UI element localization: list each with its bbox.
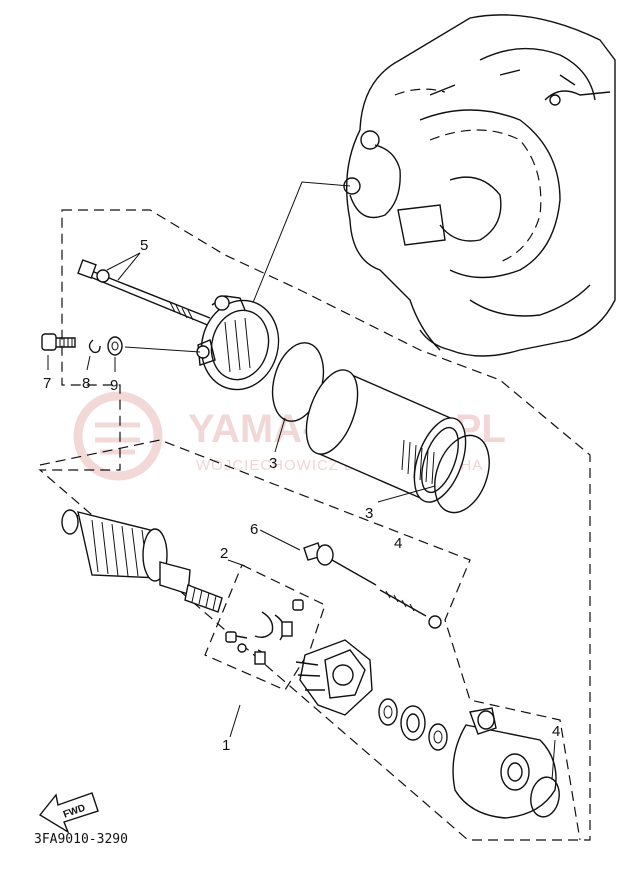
- end-cover: [196, 295, 280, 391]
- callout-9: 9: [110, 377, 118, 394]
- brush-lead: [303, 542, 442, 629]
- brush-holder-assembly: [295, 639, 373, 716]
- oil-seal: [428, 723, 448, 751]
- washer-9-hole: [111, 341, 119, 351]
- o-ring-lower: [434, 434, 490, 514]
- washer-a: [378, 698, 398, 726]
- circlip-8: [88, 339, 101, 354]
- kit-boundary-lower: [39, 439, 581, 841]
- oil-seal-hole: [433, 730, 443, 744]
- leader-crankcase: [249, 181, 351, 311]
- crankcase-outline: [343, 14, 616, 357]
- front-cover: [452, 707, 557, 819]
- kit-boundary-brush: [204, 564, 326, 691]
- o-ring-4: [530, 776, 560, 818]
- through-bolt: [77, 259, 211, 327]
- callout-7: 7: [43, 375, 51, 392]
- callout-4: 4: [552, 723, 560, 740]
- bolt-7: [41, 333, 76, 351]
- callout-numbers: 5 7 8 9 3 3 4 6 2 1 4: [43, 237, 560, 754]
- callout-3-lower: 3: [365, 505, 373, 522]
- brush-parts: [225, 599, 304, 665]
- armature: [61, 509, 223, 613]
- callout-2: 2: [220, 545, 228, 562]
- bearing: [400, 705, 426, 741]
- kit-boundary-upper: [38, 209, 591, 841]
- callout-8: 8: [82, 375, 90, 392]
- callout-5: 5: [140, 237, 148, 254]
- bearing-inner: [406, 713, 420, 733]
- yoke-housing: [305, 369, 467, 503]
- part-code: 3FA9010-3290: [34, 832, 128, 847]
- washer-9: [107, 336, 123, 356]
- callout-1: 1: [222, 737, 230, 754]
- callout-leaders: [47, 252, 556, 781]
- callout-4-small: 4: [394, 535, 402, 552]
- watermark-logo: [73, 391, 163, 481]
- washer-a-hole: [383, 705, 393, 719]
- leader-bolt-to-cover: [124, 346, 201, 353]
- callout-3-upper: 3: [269, 455, 277, 472]
- callout-6: 6: [250, 521, 258, 538]
- fwd-arrow-icon: FWD: [38, 792, 99, 834]
- watermark-logo-mark: [95, 422, 140, 455]
